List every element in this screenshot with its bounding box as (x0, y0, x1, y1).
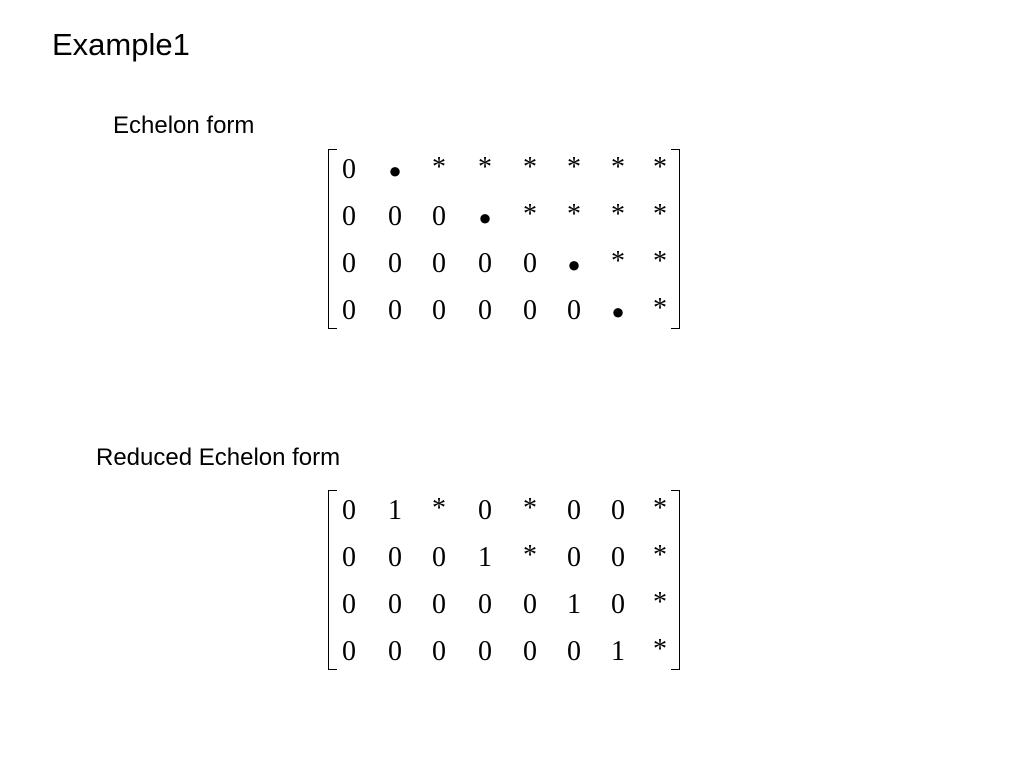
matrix-entry: * (653, 540, 667, 571)
matrix-entry: * (653, 634, 667, 665)
echelon-form-label: Echelon form (113, 112, 255, 139)
matrix-entry: * (653, 493, 667, 524)
matrix-entry: ● (388, 158, 402, 183)
matrix-entry: * (611, 199, 625, 230)
matrix-entry: 1 (611, 636, 625, 667)
matrix-entry: * (523, 493, 537, 524)
matrix-entry: 0 (611, 542, 625, 573)
matrix-entry: 0 (388, 542, 402, 573)
matrix-entry: * (478, 152, 492, 183)
matrix-entry: 0 (478, 636, 492, 667)
matrix-left-bracket (328, 490, 337, 670)
matrix-entry: 1 (567, 589, 581, 620)
matrix-entry: * (523, 152, 537, 183)
matrix-entry: 0 (342, 589, 356, 620)
matrix-entry: 0 (342, 295, 356, 326)
matrix-entry: 0 (567, 295, 581, 326)
matrix-entry: 1 (478, 542, 492, 573)
matrix-entry: 0 (567, 495, 581, 526)
matrix-entry: 0 (523, 589, 537, 620)
matrix-entry: * (653, 587, 667, 618)
matrix-entry: 0 (432, 201, 446, 232)
matrix-entry: * (523, 199, 537, 230)
matrix-entry: * (567, 199, 581, 230)
matrix-entry: ● (478, 205, 492, 230)
matrix-entry: ● (611, 299, 625, 324)
matrix-entry: 0 (432, 589, 446, 620)
matrix-entry: 0 (388, 589, 402, 620)
matrix-left-bracket (328, 149, 337, 329)
matrix-entry: * (653, 246, 667, 277)
matrix-entry: 0 (388, 201, 402, 232)
matrix-entry: * (653, 152, 667, 183)
matrix-entry: * (567, 152, 581, 183)
matrix-entry: 0 (567, 542, 581, 573)
matrix-entry: 0 (432, 542, 446, 573)
matrix-entry: 0 (342, 636, 356, 667)
matrix-right-bracket (671, 490, 680, 670)
slide-title: Example1 (52, 27, 190, 62)
matrix-entry: 0 (611, 495, 625, 526)
matrix-entry: 0 (611, 589, 625, 620)
matrix-entry: 0 (523, 248, 537, 279)
matrix-right-bracket (671, 149, 680, 329)
matrix-entry: 0 (567, 636, 581, 667)
matrix-entry: 0 (478, 495, 492, 526)
matrix-entry: * (432, 493, 446, 524)
matrix-entry: * (653, 199, 667, 230)
matrix-entry: 1 (388, 495, 402, 526)
matrix-entry: ● (567, 252, 581, 277)
matrix-entry: * (523, 540, 537, 571)
matrix-entry: * (611, 246, 625, 277)
matrix-entry: 0 (388, 636, 402, 667)
matrix-entry: 0 (388, 248, 402, 279)
matrix-entry: * (611, 152, 625, 183)
matrix-entry: 0 (478, 589, 492, 620)
matrix-entry: 0 (342, 542, 356, 573)
matrix-row: 0 ● * * * * * * (328, 153, 680, 199)
reduced-echelon-form-label: Reduced Echelon form (96, 444, 341, 471)
matrix-entry: 0 (342, 248, 356, 279)
matrix-entry: 0 (342, 495, 356, 526)
matrix-entry: 0 (342, 201, 356, 232)
matrix-entry: 0 (342, 154, 356, 185)
matrix-entry: * (653, 293, 667, 324)
matrix-entry: 0 (523, 295, 537, 326)
matrix-entry: 0 (432, 295, 446, 326)
matrix-entry: 0 (432, 636, 446, 667)
matrix-entry: 0 (523, 636, 537, 667)
matrix-entry: 0 (478, 248, 492, 279)
matrix-entry: 0 (478, 295, 492, 326)
matrix-entry: 0 (388, 295, 402, 326)
matrix-entry: 0 (432, 248, 446, 279)
matrix-entry: * (432, 152, 446, 183)
